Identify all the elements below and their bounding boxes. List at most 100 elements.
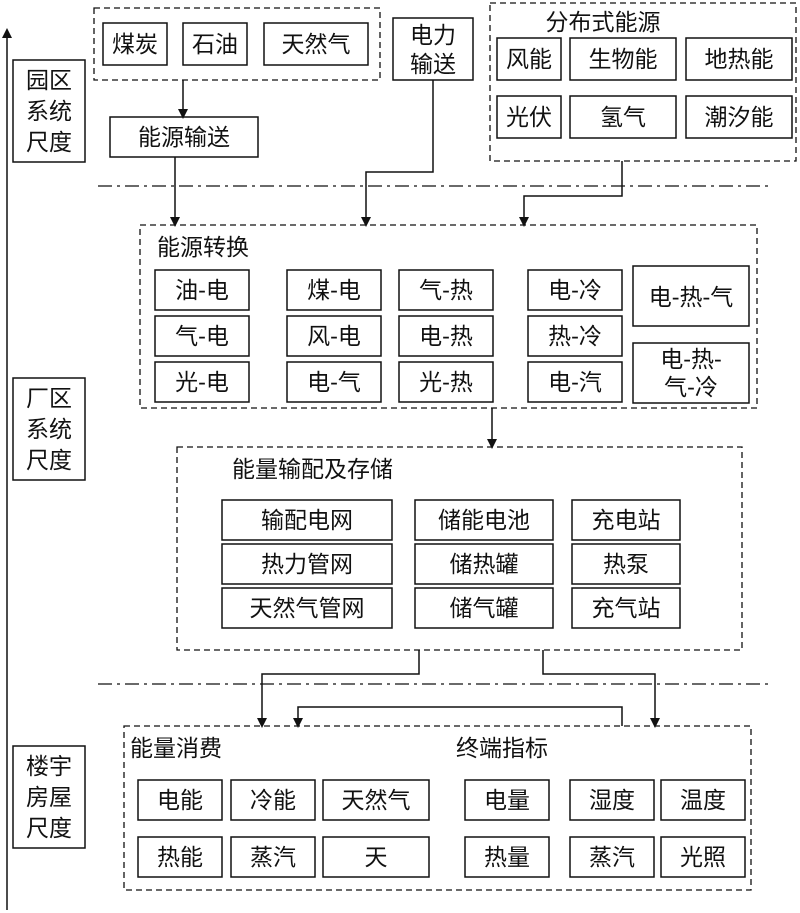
energy-transport-box: 能源输送 xyxy=(109,116,259,158)
park-scale-label: 园区 系统 尺度 xyxy=(12,59,86,163)
svg-text:电-热-: 电-热- xyxy=(660,347,722,373)
conversion-item: 电-冷 xyxy=(527,269,623,311)
svg-text:天: 天 xyxy=(365,845,388,871)
svg-text:蒸汽: 蒸汽 xyxy=(589,845,635,871)
distribution-item: 输配电网 xyxy=(221,499,393,541)
power-transmission-box: 电力 输送 xyxy=(392,17,474,81)
svg-text:油-电: 油-电 xyxy=(175,278,229,304)
distribution-storage-title: 能量输配及存储 xyxy=(232,457,393,483)
svg-text:电量: 电量 xyxy=(484,788,530,814)
terminal-indicator-title: 终端指标 xyxy=(456,736,548,762)
terminal-indicator-item: 光照 xyxy=(660,836,746,878)
terminal-indicator-item: 温度 xyxy=(660,779,746,821)
distributed-energy-title: 分布式能源 xyxy=(546,10,661,36)
building-scale-label: 楼宇 房屋 尺度 xyxy=(12,745,86,849)
fuel-item: 天然气 xyxy=(263,22,369,66)
conversion-item: 光-电 xyxy=(154,361,250,403)
distribution-item: 热力管网 xyxy=(221,543,393,585)
fuel-item: 煤炭 xyxy=(102,22,168,66)
conversion-item: 电-热 xyxy=(398,315,494,357)
svg-text:天然气: 天然气 xyxy=(282,32,351,58)
consumption-item: 天 xyxy=(322,836,430,878)
svg-text:电-热: 电-热 xyxy=(419,324,473,350)
svg-text:热力管网: 热力管网 xyxy=(261,552,353,578)
consumption-item: 冷能 xyxy=(230,779,316,821)
energy-consumption-title: 能量消费 xyxy=(130,736,222,762)
plant-scale-line: 系统 xyxy=(26,417,72,443)
svg-text:潮汐能: 潮汐能 xyxy=(705,105,774,131)
svg-text:煤炭: 煤炭 xyxy=(112,32,158,58)
park-scale-line: 系统 xyxy=(26,99,72,125)
svg-text:电-气: 电-气 xyxy=(307,370,361,396)
svg-text:气-电: 气-电 xyxy=(175,324,229,350)
consumption-item: 热能 xyxy=(137,836,223,878)
flow-arrow xyxy=(293,706,623,728)
distributed-energy-item: 生物能 xyxy=(569,37,677,81)
svg-text:煤-电: 煤-电 xyxy=(307,278,361,304)
svg-text:热能: 热能 xyxy=(157,845,203,871)
distribution-item: 充电站 xyxy=(571,499,681,541)
plant-scale-line: 尺度 xyxy=(26,448,72,474)
distribution-item: 储热罐 xyxy=(414,543,554,585)
svg-text:充气站: 充气站 xyxy=(592,596,661,622)
distribution-item: 充气站 xyxy=(571,587,681,629)
svg-text:蒸汽: 蒸汽 xyxy=(250,845,296,871)
distribution-item: 储能电池 xyxy=(414,499,554,541)
svg-text:充电站: 充电站 xyxy=(592,508,661,534)
svg-text:地热能: 地热能 xyxy=(705,47,774,73)
distribution-item: 天然气管网 xyxy=(221,587,393,629)
conversion-item: 气-热 xyxy=(398,269,494,311)
svg-text:冷能: 冷能 xyxy=(250,788,296,814)
flow-arrow xyxy=(542,650,660,728)
svg-text:电-冷: 电-冷 xyxy=(548,278,602,304)
terminal-indicator-item: 蒸汽 xyxy=(569,836,655,878)
terminal-indicator-item: 湿度 xyxy=(569,779,655,821)
conversion-item: 电-气 xyxy=(286,361,382,403)
svg-text:光伏: 光伏 xyxy=(506,105,552,131)
svg-text:温度: 温度 xyxy=(680,788,726,814)
svg-text:天然气: 天然气 xyxy=(342,788,411,814)
svg-text:电-汽: 电-汽 xyxy=(548,370,602,396)
svg-text:石油: 石油 xyxy=(192,32,238,58)
svg-text:储能电池: 储能电池 xyxy=(438,508,530,534)
svg-text:储热罐: 储热罐 xyxy=(450,552,519,578)
svg-text:生物能: 生物能 xyxy=(589,47,658,73)
conversion-item: 煤-电 xyxy=(286,269,382,311)
building-level-group xyxy=(123,725,752,891)
conversion-item: 风-电 xyxy=(286,315,382,357)
distribution-item: 热泵 xyxy=(571,543,681,585)
conversion-combo-item: 电-热- 气-冷 xyxy=(632,342,750,404)
svg-text:热-冷: 热-冷 xyxy=(548,324,602,350)
distributed-energy-item: 风能 xyxy=(496,37,562,81)
svg-text:光-电: 光-电 xyxy=(175,370,229,396)
svg-text:热泵: 热泵 xyxy=(603,552,649,578)
consumption-item: 电能 xyxy=(137,779,223,821)
distributed-energy-group xyxy=(489,2,797,162)
svg-text:天然气管网: 天然气管网 xyxy=(250,596,365,622)
svg-text:气-冷: 气-冷 xyxy=(664,375,718,401)
svg-text:电-热-气: 电-热-气 xyxy=(649,285,734,311)
distributed-energy-item: 氢气 xyxy=(569,95,677,139)
svg-text:光-热: 光-热 xyxy=(419,370,473,396)
flow-arrow xyxy=(519,161,623,227)
fuels-group xyxy=(93,7,381,81)
consumption-item: 天然气 xyxy=(322,779,430,821)
svg-text:光照: 光照 xyxy=(680,845,726,871)
flow-arrow xyxy=(361,80,434,227)
svg-text:湿度: 湿度 xyxy=(589,788,635,814)
plant-scale-line: 厂区 xyxy=(26,386,72,412)
svg-text:储气罐: 储气罐 xyxy=(450,596,519,622)
conversion-item: 气-电 xyxy=(154,315,250,357)
consumption-item: 蒸汽 xyxy=(230,836,316,878)
svg-text:电力: 电力 xyxy=(410,23,456,49)
distributed-energy-item: 地热能 xyxy=(685,37,793,81)
terminal-indicator-item: 电量 xyxy=(464,779,550,821)
conversion-combo-item: 电-热-气 xyxy=(632,265,750,327)
building-scale-line: 楼宇 xyxy=(26,754,72,780)
svg-text:输配电网: 输配电网 xyxy=(261,508,353,534)
conversion-item: 电-汽 xyxy=(527,361,623,403)
conversion-item: 光-热 xyxy=(398,361,494,403)
svg-text:电能: 电能 xyxy=(157,788,203,814)
svg-text:气-热: 气-热 xyxy=(419,278,473,304)
